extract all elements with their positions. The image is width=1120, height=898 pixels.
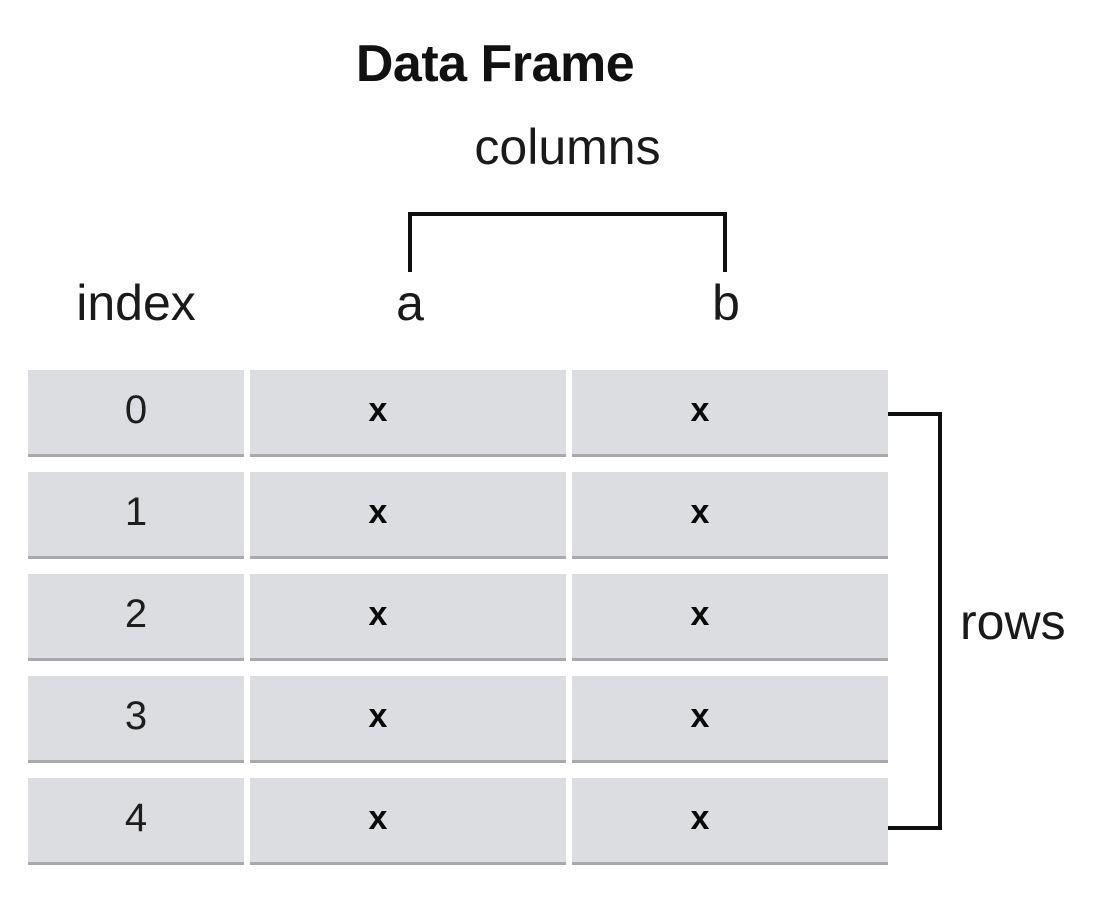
value-cell-a: x bbox=[250, 574, 566, 661]
index-cell-value: 4 bbox=[124, 796, 148, 840]
table-row: 0 x x bbox=[28, 370, 888, 457]
column-header-b: b bbox=[712, 275, 740, 331]
value-cell-a: x bbox=[250, 676, 566, 763]
index-cell-value: 1 bbox=[124, 490, 148, 534]
value-cell-b-value: x bbox=[690, 595, 710, 633]
table-row: 3 x x bbox=[28, 676, 888, 763]
value-cell-a-value: x bbox=[368, 697, 388, 735]
columns-bracket-bar bbox=[408, 212, 727, 216]
value-cell-b: x bbox=[572, 370, 888, 457]
value-cell-b: x bbox=[572, 778, 888, 865]
value-cell-b-value: x bbox=[690, 697, 710, 735]
rows-bracket bbox=[888, 412, 942, 830]
rows-bracket-tick-bottom bbox=[888, 826, 942, 830]
value-cell-b-value: x bbox=[690, 391, 710, 429]
table-row: 1 x x bbox=[28, 472, 888, 559]
page-title: Data Frame bbox=[355, 35, 635, 93]
index-cell: 3 bbox=[28, 676, 244, 763]
columns-bracket-tick-right bbox=[723, 212, 727, 272]
index-cell: 2 bbox=[28, 574, 244, 661]
value-cell-a-value: x bbox=[368, 391, 388, 429]
index-cell: 4 bbox=[28, 778, 244, 865]
table-row: 2 x x bbox=[28, 574, 888, 661]
value-cell-b-value: x bbox=[690, 799, 710, 837]
data-frame-table: 0 x x 1 x x 2 x x 3 x x 4 x x bbox=[28, 370, 888, 865]
value-cell-a-value: x bbox=[368, 799, 388, 837]
value-cell-b: x bbox=[572, 472, 888, 559]
value-cell-a-value: x bbox=[368, 595, 388, 633]
value-cell-b: x bbox=[572, 676, 888, 763]
rows-bracket-bar bbox=[938, 412, 942, 830]
column-header-a: a bbox=[396, 275, 424, 331]
table-row: 4 x x bbox=[28, 778, 888, 865]
index-cell-value: 2 bbox=[124, 592, 148, 636]
index-header-label: index bbox=[76, 275, 196, 331]
columns-bracket-tick-left bbox=[408, 212, 412, 272]
index-cell-value: 3 bbox=[124, 694, 148, 738]
value-cell-a: x bbox=[250, 472, 566, 559]
columns-annotation-label: columns bbox=[474, 119, 661, 175]
index-cell: 1 bbox=[28, 472, 244, 559]
columns-bracket bbox=[408, 212, 727, 272]
value-cell-a: x bbox=[250, 370, 566, 457]
value-cell-b-value: x bbox=[690, 493, 710, 531]
value-cell-b: x bbox=[572, 574, 888, 661]
value-cell-a: x bbox=[250, 778, 566, 865]
index-cell-value: 0 bbox=[124, 388, 148, 432]
rows-annotation-label: rows bbox=[960, 594, 1066, 650]
rows-bracket-tick-top bbox=[888, 412, 942, 416]
index-cell: 0 bbox=[28, 370, 244, 457]
value-cell-a-value: x bbox=[368, 493, 388, 531]
